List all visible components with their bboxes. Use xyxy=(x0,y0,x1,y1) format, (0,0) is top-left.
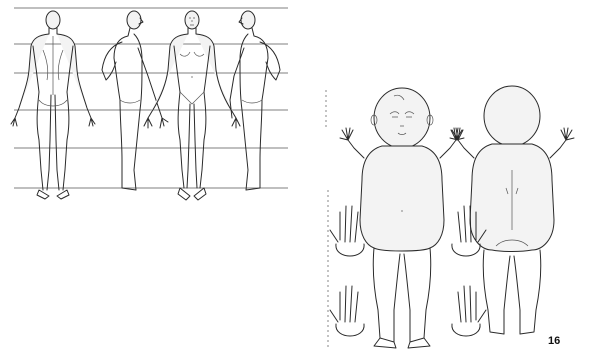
infant-back-view xyxy=(450,86,574,334)
adult-right-side-view xyxy=(230,11,280,190)
adult-back-view xyxy=(11,11,95,199)
adult-body-chart-svg xyxy=(0,0,300,210)
infant-front-view xyxy=(340,88,464,348)
adult-body-chart xyxy=(0,0,300,210)
margin-mark xyxy=(326,90,328,350)
infant-body-chart-svg xyxy=(320,70,590,353)
hand-diagram-lower-right xyxy=(452,286,486,336)
hand-diagram-upper-left xyxy=(330,206,364,256)
hand-diagram-lower-left xyxy=(330,286,364,336)
infant-body-chart xyxy=(320,70,590,353)
page-number: 16 xyxy=(548,335,560,347)
adult-front-view xyxy=(144,11,240,200)
